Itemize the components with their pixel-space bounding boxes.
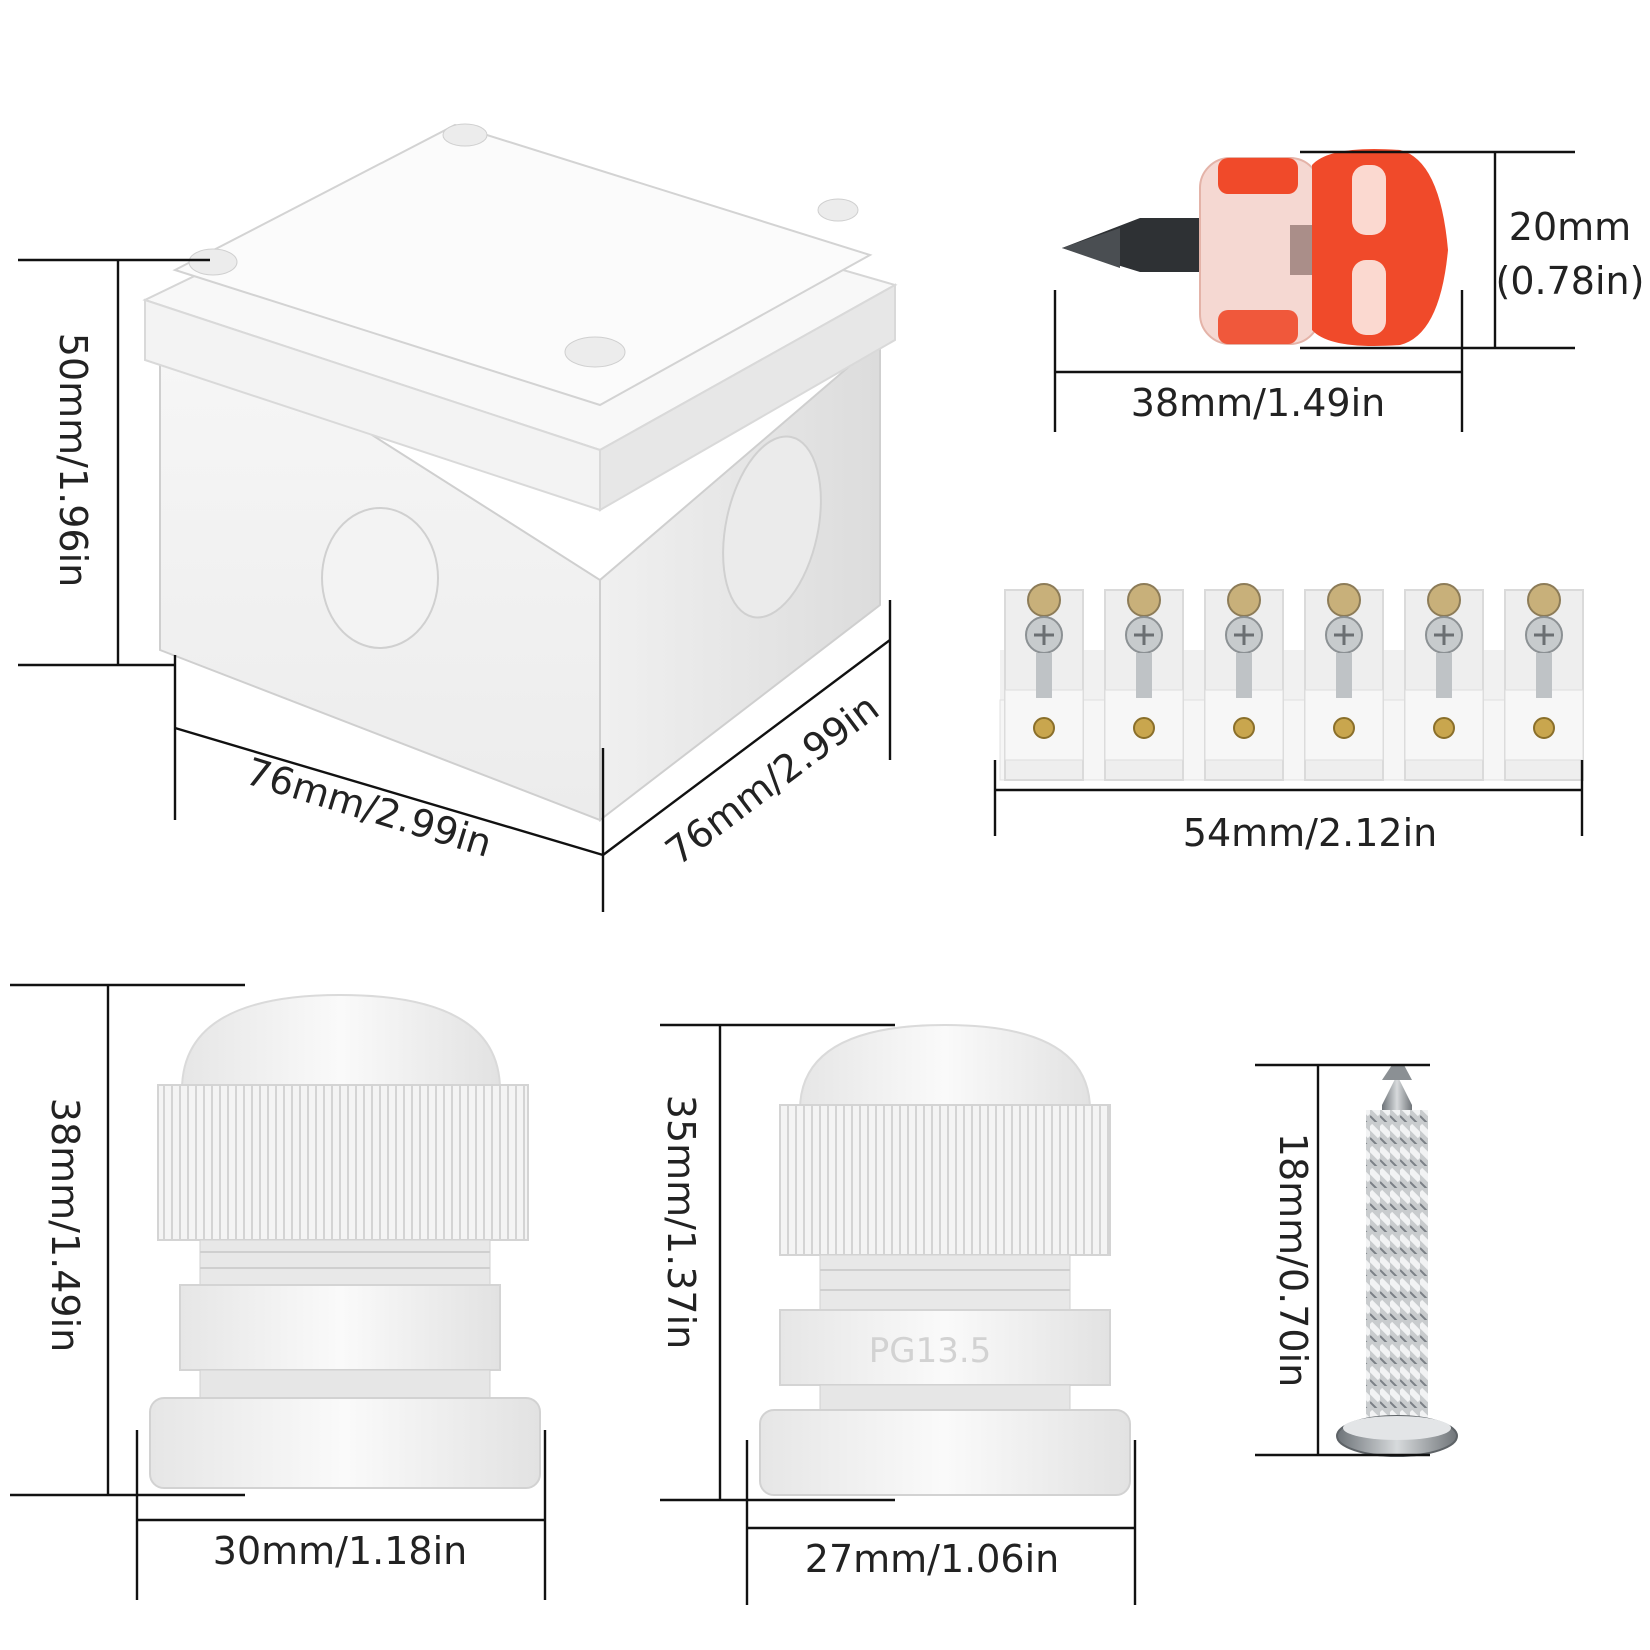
self-tapping-screw xyxy=(1336,1065,1458,1457)
gland-small-width-dimension: 27mm/1.06in xyxy=(745,1440,1137,1605)
screwdriver-height-in-label: (0.78in) xyxy=(1496,259,1645,303)
terminal-strip xyxy=(999,582,1585,782)
box-height-label: 50mm/1.96in xyxy=(51,333,95,587)
box-height-dimension: 50mm/1.96in xyxy=(18,258,210,667)
screw-length-label: 18mm/0.70in xyxy=(1271,1133,1315,1387)
gland-small-width-label: 27mm/1.06in xyxy=(805,1537,1059,1581)
cable-gland-large xyxy=(149,993,541,1489)
gland-large-width-dimension: 30mm/1.18in xyxy=(135,1430,547,1600)
screwdriver-height-mm-label: 20mm xyxy=(1509,205,1631,249)
box-width-label: 76mm/2.99in xyxy=(241,749,497,865)
cable-gland-small: PG13.5 xyxy=(759,1023,1131,1496)
junction-box xyxy=(142,123,898,823)
screwdriver-length-label: 38mm/1.49in xyxy=(1131,381,1385,425)
terminal-block xyxy=(1004,583,1084,781)
gland-small-height-dimension: 35mm/1.37in xyxy=(659,1023,895,1502)
terminal-strip-width-dimension: 54mm/2.12in xyxy=(993,760,1584,855)
gland-small-height-label: 35mm/1.37in xyxy=(659,1095,703,1349)
terminal-strip-width-label: 54mm/2.12in xyxy=(1183,811,1437,855)
gland-marking-text: PG13.5 xyxy=(869,1331,992,1371)
screwdriver-height-dimension: 20mm (0.78in) xyxy=(1300,150,1645,350)
gland-large-height-label: 38mm/1.49in xyxy=(43,1098,87,1352)
gland-large-height-dimension: 38mm/1.49in xyxy=(10,983,245,1497)
screwdriver xyxy=(1062,149,1448,346)
gland-large-width-label: 30mm/1.18in xyxy=(213,1529,467,1573)
screw-length-dimension: 18mm/0.70in xyxy=(1255,1063,1430,1457)
screwdriver-length-dimension: 38mm/1.49in xyxy=(1053,290,1464,432)
